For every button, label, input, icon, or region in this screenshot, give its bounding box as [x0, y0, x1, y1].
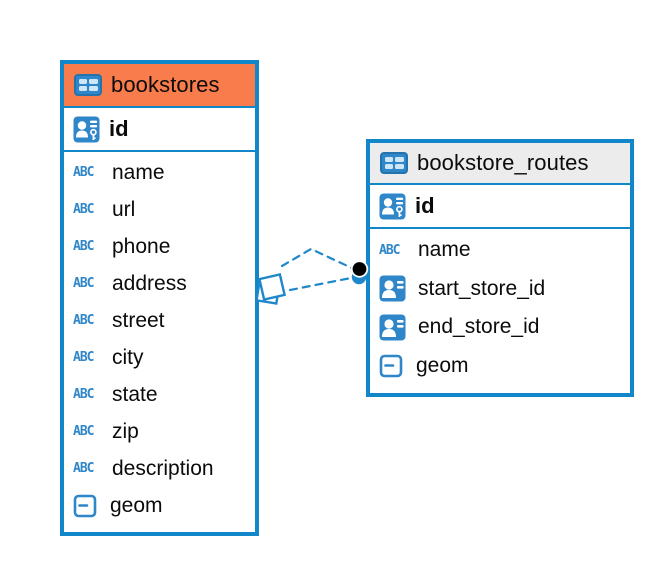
- table-node-bookstore-routes[interactable]: bookstore_routes id ABC name: [366, 139, 634, 397]
- text-type-icon: ABC: [73, 461, 94, 476]
- table-title: bookstore_routes: [417, 150, 589, 175]
- geometry-type-icon: [379, 354, 403, 378]
- column-name: description: [112, 456, 214, 480]
- primary-key-icon: [73, 116, 100, 142]
- column-row-start-store-id[interactable]: start_store_id: [370, 270, 630, 309]
- relationship-target-dot-marker[interactable]: [350, 260, 369, 285]
- column-name: id: [415, 193, 435, 218]
- column-name: geom: [110, 493, 163, 517]
- column-row-city[interactable]: ABC city: [64, 339, 255, 376]
- column-name: zip: [112, 419, 139, 443]
- table-title: bookstores: [111, 72, 220, 97]
- pk-row-bookstores-id[interactable]: id: [64, 108, 255, 152]
- column-name: start_store_id: [418, 276, 546, 300]
- column-row-street[interactable]: ABC street: [64, 302, 255, 339]
- column-list: ABC name ABC url ABC phone ABC address A…: [64, 152, 255, 526]
- column-name: url: [112, 197, 136, 221]
- column-row-url[interactable]: ABC url: [64, 191, 255, 228]
- text-type-icon: ABC: [73, 165, 94, 180]
- table-icon: [74, 74, 102, 96]
- text-type-icon: ABC: [73, 202, 94, 217]
- column-row-geom[interactable]: geom: [370, 347, 630, 386]
- column-name: phone: [112, 234, 171, 258]
- column-name: end_store_id: [418, 315, 540, 339]
- text-type-icon: ABC: [379, 242, 400, 258]
- column-row-end-store-id[interactable]: end_store_id: [370, 308, 630, 347]
- table-header-bookstore-routes[interactable]: bookstore_routes: [370, 143, 630, 185]
- table-node-bookstores[interactable]: bookstores id ABC name ABC url: [60, 60, 259, 536]
- column-name: address: [112, 271, 187, 295]
- column-name: city: [112, 345, 144, 369]
- column-row-name[interactable]: ABC name: [64, 154, 255, 191]
- primary-key-icon: [379, 193, 406, 219]
- relationship-source-diamond-marker[interactable]: [255, 272, 287, 305]
- column-row-geom[interactable]: geom: [64, 487, 255, 524]
- column-row-name[interactable]: ABC name: [370, 231, 630, 270]
- text-type-icon: ABC: [73, 424, 94, 439]
- text-type-icon: ABC: [73, 276, 94, 291]
- relationship-line-upper[interactable]: [280, 247, 356, 271]
- column-name: name: [112, 160, 165, 184]
- column-list: ABC name start_store_id: [370, 229, 630, 387]
- geometry-type-icon: [73, 494, 97, 517]
- column-name: id: [109, 116, 129, 141]
- column-name: geom: [416, 353, 469, 377]
- text-type-icon: ABC: [73, 350, 94, 365]
- column-name: name: [418, 238, 471, 262]
- table-header-bookstores[interactable]: bookstores: [64, 64, 255, 108]
- text-type-icon: ABC: [73, 313, 94, 328]
- column-row-state[interactable]: ABC state: [64, 376, 255, 413]
- text-type-icon: ABC: [73, 239, 94, 254]
- table-icon: [380, 152, 408, 174]
- column-row-description[interactable]: ABC description: [64, 450, 255, 487]
- relationship-line-lower[interactable]: [288, 276, 353, 292]
- pk-row-routes-id[interactable]: id: [370, 185, 630, 229]
- column-name: state: [112, 382, 158, 406]
- text-type-icon: ABC: [73, 387, 94, 402]
- foreign-key-icon: [379, 314, 406, 341]
- column-row-address[interactable]: ABC address: [64, 265, 255, 302]
- foreign-key-icon: [379, 275, 406, 302]
- column-row-zip[interactable]: ABC zip: [64, 413, 255, 450]
- column-row-phone[interactable]: ABC phone: [64, 228, 255, 265]
- column-name: street: [112, 308, 165, 332]
